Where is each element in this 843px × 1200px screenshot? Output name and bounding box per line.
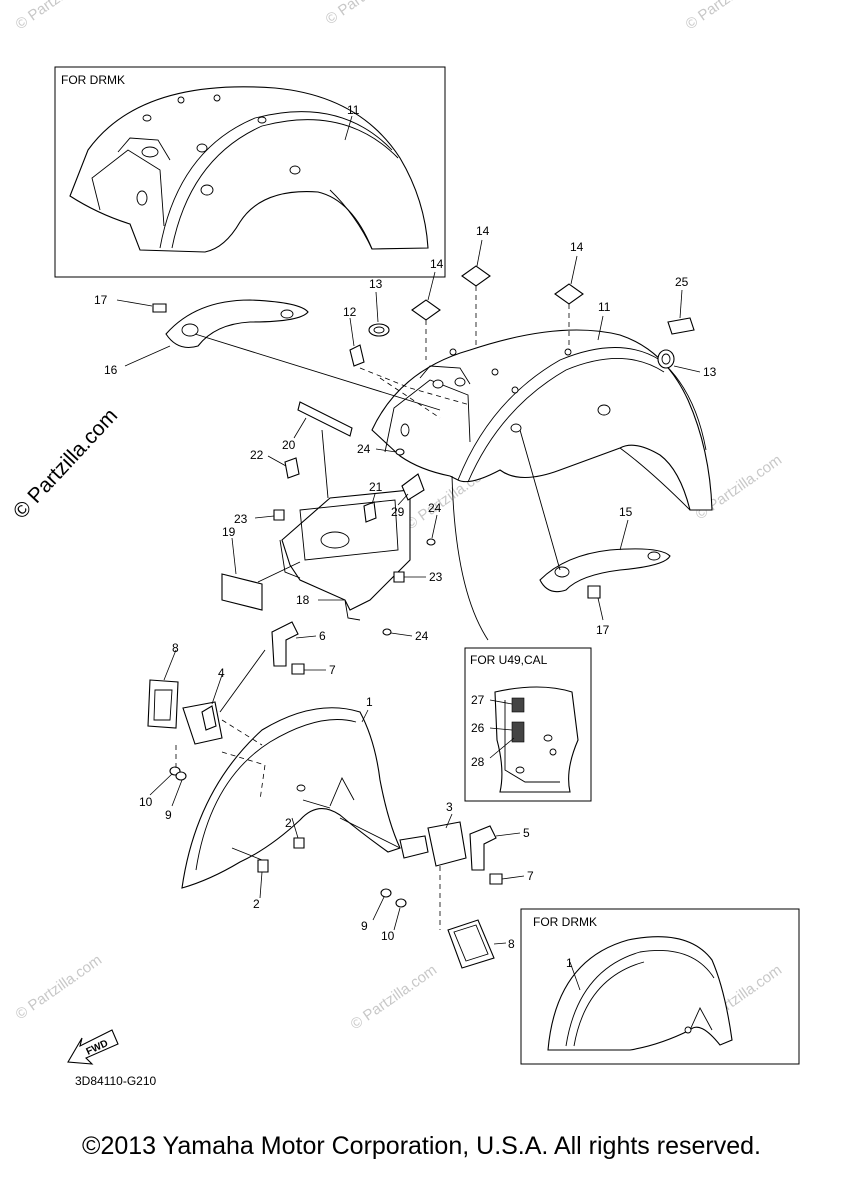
inset-rear-drmk: FOR DRMK 11 — [54, 66, 446, 278]
watermark-faint: © Partzilla.com — [13, 0, 106, 33]
fwd-label: FWD — [85, 1038, 110, 1058]
callout-11: 11 — [598, 300, 611, 314]
callout-4: 4 — [218, 666, 225, 680]
callout-10: 10 — [139, 795, 153, 809]
callout-14: 14 — [430, 257, 444, 271]
callout-27: 27 — [471, 693, 485, 707]
callout-28: 28 — [471, 755, 485, 769]
copyright-footer: ©2013 Yamaha Motor Corporation, U.S.A. A… — [82, 1132, 761, 1160]
callout-19: 19 — [222, 525, 236, 539]
callout-29: 29 — [391, 505, 405, 519]
callout-14: 14 — [570, 240, 584, 254]
callout-23: 23 — [429, 570, 443, 584]
grab-bar-16 — [165, 299, 309, 349]
callout-1: 1 — [566, 956, 573, 970]
callout-13: 13 — [369, 277, 383, 291]
callout-14: 14 — [476, 224, 490, 238]
callout-17: 17 — [94, 293, 108, 307]
callout-21: 21 — [369, 480, 383, 494]
callout-22: 22 — [250, 448, 264, 462]
callout-9: 9 — [361, 919, 368, 933]
callout-24: 24 — [357, 442, 371, 456]
callout-15: 15 — [619, 505, 633, 519]
watermark-faint: © Partzilla.com — [348, 961, 441, 1033]
license-bracket-18 — [279, 489, 411, 621]
callout-20: 20 — [282, 438, 296, 452]
grab-bar-15 — [539, 548, 671, 593]
rear-fender — [371, 329, 713, 641]
fwd-arrow-icon: FWD — [67, 1029, 119, 1065]
callout-24: 24 — [415, 629, 429, 643]
callout-7: 7 — [329, 663, 336, 677]
callout-16: 16 — [104, 363, 118, 377]
rear-fender-drmk — [69, 86, 429, 253]
callout-9: 9 — [165, 808, 172, 822]
callout-7: 7 — [527, 869, 534, 883]
callout-13: 13 — [703, 365, 717, 379]
callout-1: 1 — [366, 695, 373, 709]
callout-10: 10 — [381, 929, 395, 943]
callout-2: 2 — [285, 816, 292, 830]
callout-2: 2 — [253, 897, 260, 911]
reflector-bracket-right — [380, 821, 497, 969]
inset-u49-cal: FOR U49,CAL — [464, 647, 592, 802]
inset-label: FOR DRMK — [533, 915, 597, 929]
callout-5: 5 — [523, 826, 530, 840]
watermark-faint: © Partzilla.com — [683, 0, 776, 33]
diagram-code: 3D84110-G210 — [75, 1074, 156, 1088]
callout-12: 12 — [343, 305, 357, 319]
callout-24: 24 — [428, 501, 442, 515]
reflector-bracket-left — [147, 679, 223, 781]
watermark-faint: © Partzilla.com — [323, 0, 416, 28]
stickers-14 — [411, 239, 584, 360]
watermark-side: © Partzilla.com — [9, 404, 122, 523]
callout-23: 23 — [234, 512, 248, 526]
callout-17: 17 — [596, 623, 610, 637]
watermark-faint: © Partzilla.com — [13, 951, 106, 1023]
callout-8: 8 — [508, 937, 515, 951]
callout-26: 26 — [471, 721, 485, 735]
callout-8: 8 — [172, 641, 179, 655]
callout-6: 6 — [319, 629, 326, 643]
callout-3: 3 — [446, 800, 453, 814]
callout-18: 18 — [296, 593, 310, 607]
inset-label: FOR U49,CAL — [470, 653, 548, 667]
inset-front-drmk: FOR DRMK — [520, 908, 800, 1065]
callout-25: 25 — [675, 275, 689, 289]
inset-label: FOR DRMK — [61, 73, 125, 87]
front-fender — [181, 707, 401, 889]
callout-11: 11 — [347, 103, 360, 117]
